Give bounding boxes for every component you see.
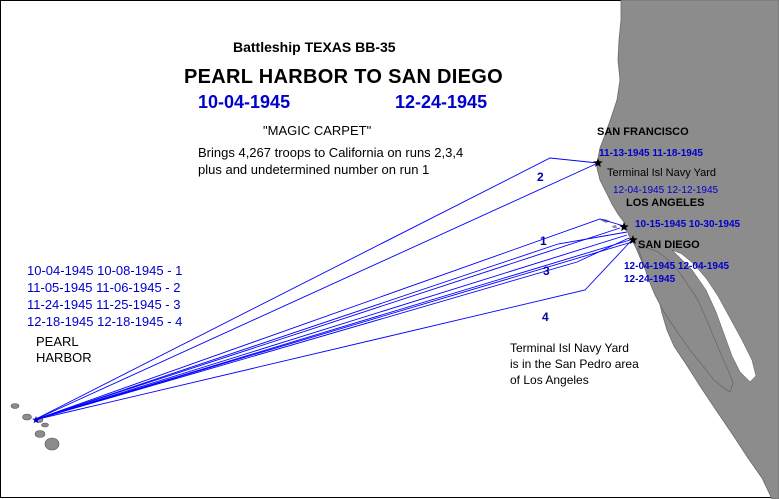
route-line-la-b (33, 227, 621, 421)
pearl-harbor-label: PEARL HARBOR (36, 334, 92, 366)
port-markers (32, 158, 638, 424)
los-angeles-label: LOS ANGELES (626, 197, 705, 209)
baja-california (637, 247, 734, 393)
route-line-4-out (33, 240, 632, 421)
terminal-isl-dates: 12-04-1945 12-12-1945 (613, 185, 719, 196)
pearl-harbor-marker (32, 416, 40, 424)
route-title: PEARL HARBOR TO SAN DIEGO (184, 66, 504, 88)
operation-line-1: Brings 4,267 troops to California on run… (198, 145, 464, 160)
run-label-3: 3 (543, 264, 550, 278)
channel-islands (600, 219, 617, 228)
route-line-1-out (33, 231, 628, 421)
los-angeles-dates: 10-15-1945 10-30-1945 (635, 219, 741, 230)
operation-name: "MAGIC CARPET" (263, 123, 372, 138)
note-line-1: Terminal Isl Navy Yard (510, 341, 629, 355)
operation-description: Brings 4,267 troops to California on run… (198, 144, 463, 178)
run-entry-2: 11-05-1945 11-06-1945 - 2 (27, 280, 181, 295)
run-label-2: 2 (537, 170, 544, 184)
san-francisco-dates: 11-13-1945 11-18-1945 (599, 148, 703, 159)
san-diego-dates-1: 12-04-1945 12-04-1945 (624, 261, 730, 272)
san-francisco-marker (593, 158, 603, 167)
route-line-2-back (33, 162, 599, 421)
san-francisco-label: SAN FRANCISCO (597, 126, 689, 138)
run-entry-3: 11-24-1945 11-25-1945 - 3 (27, 297, 181, 312)
operation-line-2: plus and undetermined number on run 1 (198, 162, 430, 177)
runs-legend: 10-04-1945 10-08-1945 - 1 11-05-1945 11-… (27, 262, 182, 330)
pearl-harbor-line-2: HARBOR (36, 350, 92, 365)
terminal-island-note: Terminal Isl Navy Yard is in the San Ped… (510, 340, 639, 388)
san-diego-dates-2: 12-24-1945 (624, 274, 676, 285)
san-diego-dates: 12-04-1945 12-04-1945 12-24-1945 (624, 260, 729, 286)
run-label-1: 1 (540, 234, 547, 248)
los-angeles-marker (619, 222, 629, 231)
route-line-la-a (33, 218, 625, 421)
ship-name: Battleship TEXAS BB-35 (233, 39, 396, 55)
note-line-3: of Los Angeles (510, 373, 589, 387)
run-label-4: 4 (542, 310, 549, 324)
route-line-1-back (33, 234, 628, 421)
end-date: 12-24-1945 (395, 92, 488, 112)
gulf-of-california (671, 249, 757, 383)
route-line-2-out (33, 157, 599, 421)
san-diego-label: SAN DIEGO (638, 239, 700, 251)
coastline-north-america (596, 0, 779, 499)
start-date: 10-04-1945 (198, 92, 291, 112)
route-lines (33, 157, 633, 421)
run-entry-4: 12-18-1945 12-18-1945 - 4 (27, 314, 183, 329)
run-entry-1: 10-04-1945 10-08-1945 - 1 (27, 263, 183, 278)
note-line-2: is in the San Pedro area (510, 357, 639, 371)
route-line-4-back (33, 241, 633, 421)
pearl-harbor-line-1: PEARL (36, 334, 79, 349)
terminal-isl-label: Terminal Isl Navy Yard (607, 167, 717, 179)
san-diego-marker (628, 235, 638, 244)
